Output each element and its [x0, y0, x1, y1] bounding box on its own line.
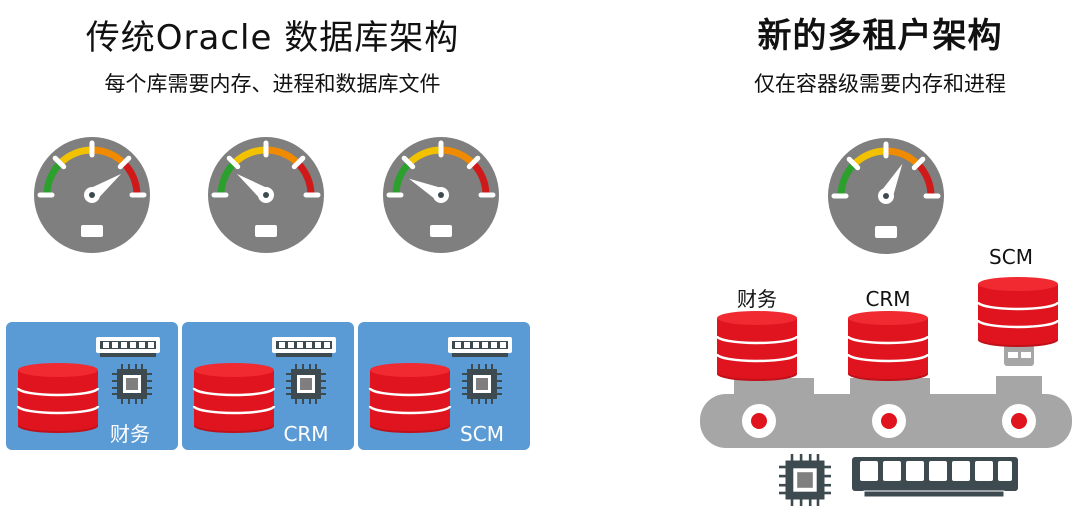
memory-chip-icon — [96, 337, 160, 357]
memory-chip-icon — [448, 337, 512, 357]
pluggable-label: CRM — [865, 287, 910, 311]
pluggable-label: SCM — [989, 245, 1033, 269]
database-icon — [978, 277, 1058, 347]
database-panel-crm: CRM — [182, 322, 354, 450]
database-icon — [717, 311, 797, 381]
database-icon — [18, 363, 98, 433]
cpu-icon — [286, 364, 326, 404]
pluggable-database-scm: SCM — [978, 245, 1058, 366]
database-label: SCM — [460, 422, 504, 446]
gauge-2 — [208, 137, 324, 253]
database-label: CRM — [283, 422, 328, 446]
pluggable-database-finance: 财务 — [717, 287, 797, 381]
database-panel-scm: SCM — [358, 322, 530, 450]
gauge-3 — [383, 137, 499, 253]
memory-chip-icon — [272, 337, 336, 357]
container-database-bus — [700, 376, 1072, 448]
database-panel-finance: 财务 — [6, 322, 178, 450]
cpu-icon — [462, 364, 502, 404]
database-icon — [194, 363, 274, 433]
database-label: 财务 — [110, 422, 150, 446]
cpu-icon — [112, 364, 152, 404]
pluggable-label: 财务 — [737, 287, 777, 311]
container-gauge — [828, 138, 944, 254]
shared-cpu — [779, 454, 831, 506]
gauge-1 — [34, 137, 150, 253]
cpu-icon — [779, 454, 831, 506]
pluggable-database-crm: CRM — [848, 287, 928, 381]
database-icon — [370, 363, 450, 433]
database-icon — [848, 311, 928, 381]
shared-memory — [852, 457, 1018, 497]
